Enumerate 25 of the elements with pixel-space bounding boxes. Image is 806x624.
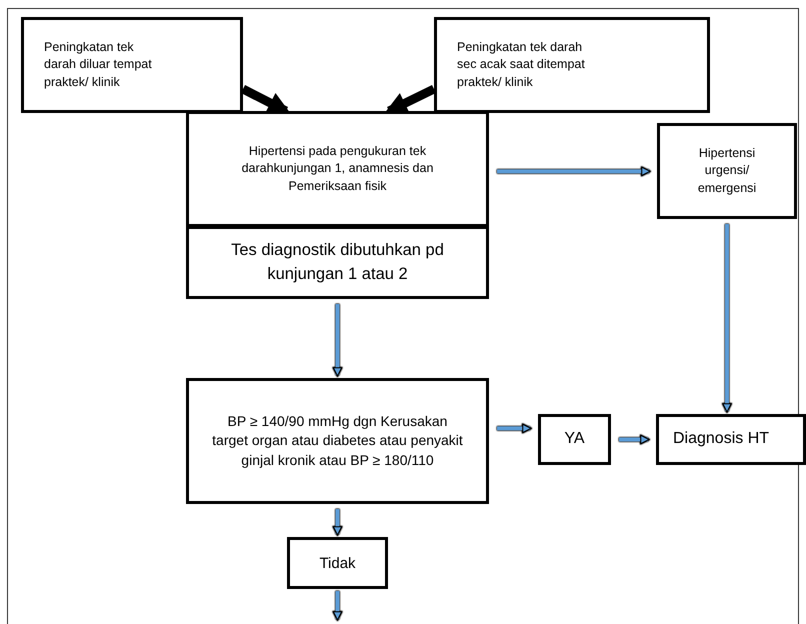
arrow	[722, 224, 732, 413]
box-text: Tidak	[319, 554, 356, 574]
process-box	[21, 17, 243, 113]
arrow	[332, 304, 342, 377]
process-box	[657, 123, 797, 219]
box-text: BP ≥ 140/90 mmHg dgn Kerusakan target organ atau diabetes atau penyakit ginjal kronik atau BP ≥ 180/110	[211, 412, 464, 470]
box-text: Peningkatan tek darah sec acak saat ditempat praktek/ klinik	[457, 38, 586, 91]
arrow	[497, 424, 532, 434]
arrow	[619, 434, 650, 444]
box-text: Hipertensi pada pengukuran tek darahkunjungan 1, anamnesis dan Pemeriksaan fisik	[240, 142, 434, 195]
arrow	[332, 591, 342, 621]
box-text: Tes diagnostik dibutuhkan pd kunjungan 1 atau 2	[230, 240, 445, 284]
process-box	[186, 378, 489, 504]
box-text: YA	[564, 429, 585, 450]
process-box	[656, 414, 806, 465]
process-box	[434, 17, 710, 113]
process-box	[186, 226, 489, 299]
process-box	[538, 414, 611, 465]
arrow	[497, 166, 651, 176]
box-text: Peningkatan tek darah diluar tempat praktek/ klinik	[44, 38, 153, 91]
box-text: Hipertensi urgensi/ emergensi	[696, 144, 758, 197]
box-text: Diagnosis HT	[673, 429, 770, 450]
arrow	[332, 509, 342, 536]
process-box	[287, 537, 388, 589]
process-box	[186, 111, 489, 227]
